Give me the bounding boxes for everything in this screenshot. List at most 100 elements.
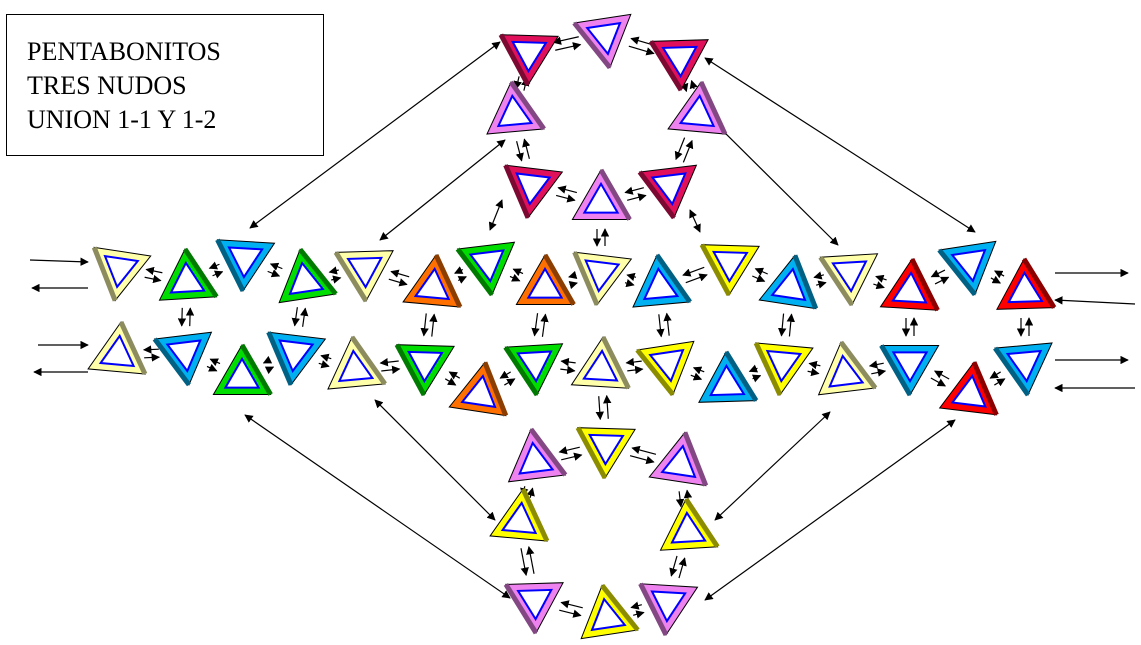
triangle-node (661, 499, 718, 550)
link-arrow (524, 139, 529, 159)
link-arrow (268, 271, 280, 276)
link-arrow (755, 269, 767, 274)
link-arrow (809, 363, 820, 365)
triangle-node (506, 344, 563, 395)
triangle-node (578, 428, 635, 478)
link-arrow (321, 356, 331, 359)
triangle-node (509, 429, 566, 482)
link-arrow (432, 314, 434, 336)
triangle-node (699, 352, 756, 402)
link-arrow (458, 277, 466, 281)
triangle-node (572, 337, 629, 388)
link-arrow (209, 264, 219, 268)
title-line-3: UNION 1-1 Y 1-2 (27, 103, 323, 137)
link-arrow (990, 372, 1000, 378)
link-arrow (871, 371, 885, 374)
triangle-node (940, 362, 997, 415)
triangle-node (756, 343, 813, 395)
title-line-1: PENTABONITOS (27, 35, 323, 69)
link-arrow (676, 138, 685, 160)
link-arrow (329, 270, 338, 272)
link-arrow (556, 195, 575, 200)
title-box: PENTABONITOS TRES NUDOS UNION 1-1 Y 1-2 (6, 14, 324, 156)
link-arrow (659, 314, 661, 336)
triangle-node (651, 40, 708, 90)
triangle-node (574, 14, 631, 67)
triangle-node (637, 341, 694, 394)
link-arrow (873, 284, 884, 288)
link-arrow (542, 314, 545, 336)
link-arrow (629, 46, 654, 53)
link-arrow (931, 270, 944, 277)
link-arrow (814, 275, 824, 278)
link-arrow (207, 366, 217, 370)
link-arrow (626, 361, 641, 363)
link-arrow (559, 447, 579, 452)
link-arrow (529, 547, 534, 574)
link-arrow (391, 271, 409, 276)
triangle-node (218, 240, 275, 291)
triangle-node (94, 247, 151, 300)
link-arrow (630, 456, 654, 462)
link-arrow (375, 400, 495, 520)
link-arrow (144, 349, 159, 350)
link-arrow (504, 379, 514, 385)
triangle-node (458, 242, 515, 295)
link-arrow (753, 376, 761, 379)
triangle-node (490, 489, 547, 541)
link-arrow (510, 276, 520, 280)
link-arrow (627, 195, 646, 200)
triangle-node (160, 249, 217, 300)
title-line-2: TRES NUDOS (27, 69, 323, 103)
triangle-node (995, 343, 1052, 395)
link-arrow (445, 379, 455, 385)
triangle-node (506, 165, 563, 218)
link-arrow (267, 367, 273, 370)
link-arrow (627, 275, 636, 277)
link-arrow (781, 314, 783, 336)
triangle-node (88, 322, 145, 374)
link-arrow (625, 188, 644, 193)
link-arrow (424, 313, 426, 335)
link-arrow (303, 308, 306, 327)
link-arrow (517, 141, 522, 161)
triangle-node (649, 432, 706, 485)
triangle-node (397, 345, 454, 395)
triangle-node (819, 342, 876, 395)
link-arrow (694, 368, 705, 372)
link-arrow (331, 278, 340, 280)
triangle-node (328, 337, 385, 389)
link-arrow (560, 369, 574, 371)
link-arrow (931, 378, 945, 386)
link-arrow (490, 200, 502, 230)
triangle-node (575, 252, 632, 305)
link-arrow (691, 375, 702, 379)
link-arrow (500, 372, 510, 378)
link-arrow (380, 361, 398, 363)
link-arrow (380, 140, 505, 240)
link-arrow (789, 314, 791, 336)
link-arrow (558, 188, 577, 193)
link-arrow (530, 488, 532, 498)
link-arrow (145, 277, 161, 280)
link-arrow (870, 363, 884, 366)
link-arrow (381, 369, 399, 371)
link-arrow (559, 610, 581, 615)
link-arrow (513, 269, 523, 273)
link-arrow (245, 415, 510, 598)
link-arrow (561, 455, 581, 460)
link-arrow (625, 283, 634, 285)
link-arrow (715, 412, 830, 520)
link-arrow (686, 275, 707, 283)
link-arrow (816, 283, 826, 286)
link-arrow (455, 269, 463, 273)
link-arrow (210, 359, 220, 363)
link-arrow (561, 361, 575, 363)
link-arrow (633, 612, 644, 615)
link-arrow (571, 283, 577, 285)
link-arrow (671, 556, 677, 576)
link-arrow (692, 81, 695, 89)
triangle-node (155, 332, 212, 385)
link-arrow (679, 491, 681, 506)
link-arrow (991, 278, 1000, 283)
